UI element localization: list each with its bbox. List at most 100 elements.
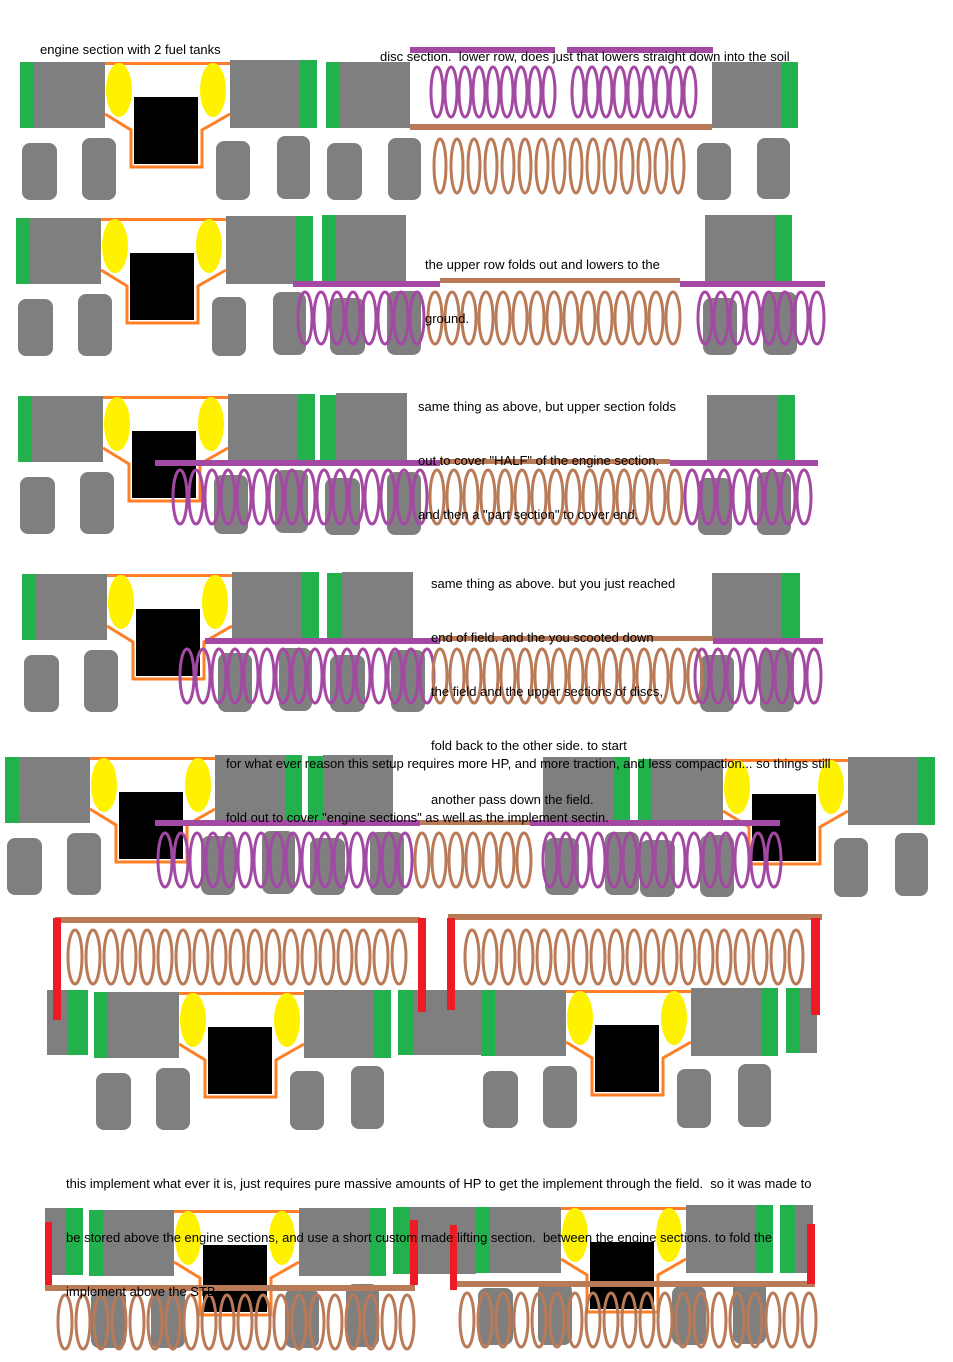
implement-disc bbox=[354, 928, 372, 986]
lower-disc bbox=[534, 137, 550, 195]
lower-disc bbox=[431, 647, 449, 705]
disc-bars bbox=[45, 47, 825, 1291]
upper-disc bbox=[741, 647, 759, 705]
lower-disc bbox=[477, 290, 495, 346]
wheel bbox=[82, 138, 116, 200]
upper-disc bbox=[589, 831, 607, 889]
wheel bbox=[78, 294, 112, 356]
green-panel bbox=[778, 395, 795, 461]
upper-disc bbox=[626, 65, 642, 119]
track-body bbox=[323, 755, 393, 821]
upper-disc bbox=[386, 647, 404, 705]
fuel-tank bbox=[661, 991, 687, 1045]
upper-disc bbox=[696, 290, 714, 346]
lower-disc bbox=[567, 647, 585, 705]
implement-disc bbox=[715, 928, 733, 986]
upper-disc bbox=[637, 831, 655, 889]
implement-bar bbox=[45, 1285, 415, 1291]
lower-disc-row bbox=[428, 468, 684, 526]
implement-disc bbox=[228, 928, 246, 986]
green-panel bbox=[22, 574, 36, 640]
upper-disc bbox=[733, 831, 751, 889]
note-line: be stored above the engine sections, and… bbox=[66, 1230, 773, 1245]
lower-disc bbox=[482, 647, 500, 705]
green-panel bbox=[327, 573, 342, 640]
upper-disc bbox=[773, 647, 791, 705]
implement-disc bbox=[481, 928, 499, 986]
track-body bbox=[19, 757, 90, 823]
track-body bbox=[495, 990, 566, 1056]
wheel bbox=[24, 655, 59, 712]
implement-disc bbox=[254, 1293, 272, 1351]
lower-disc bbox=[647, 290, 665, 346]
engine-section bbox=[481, 988, 778, 1128]
green-panel bbox=[18, 396, 32, 462]
implement-disc bbox=[56, 1293, 74, 1351]
lower-disc bbox=[528, 290, 546, 346]
lower-disc bbox=[426, 290, 444, 346]
implement-disc-row bbox=[56, 1293, 416, 1351]
engine-block bbox=[595, 1025, 659, 1092]
upper-disc bbox=[220, 831, 238, 889]
fuel-tank bbox=[269, 1211, 295, 1265]
lower-disc bbox=[596, 290, 614, 346]
implement-disc bbox=[246, 928, 264, 986]
wheel bbox=[483, 1071, 518, 1128]
engine-block bbox=[752, 794, 816, 861]
lower-disc-row bbox=[426, 290, 682, 346]
track-body bbox=[226, 216, 296, 284]
track-body bbox=[103, 1210, 174, 1276]
note-line: the upper row folds out and lowers to th… bbox=[425, 257, 660, 272]
upper-disc-bar bbox=[530, 820, 780, 826]
fuel-tank bbox=[818, 760, 844, 814]
fuel-tank bbox=[102, 219, 128, 273]
implement-disc bbox=[566, 1291, 584, 1349]
upper-disc bbox=[203, 468, 221, 526]
upper-disc bbox=[429, 65, 445, 119]
upper-disc-row bbox=[696, 290, 826, 346]
upper-disc bbox=[715, 468, 733, 526]
lower-disc bbox=[547, 468, 565, 526]
track-body bbox=[36, 574, 107, 640]
upper-disc bbox=[513, 65, 529, 119]
implement-disc bbox=[656, 1291, 674, 1349]
upper-disc bbox=[701, 831, 719, 889]
track-body bbox=[652, 759, 723, 825]
upper-disc bbox=[471, 65, 487, 119]
upper-disc bbox=[338, 647, 356, 705]
upper-disc bbox=[178, 647, 196, 705]
upper-disc bbox=[283, 468, 301, 526]
green-panel bbox=[398, 990, 413, 1055]
wheel bbox=[327, 143, 362, 200]
implement-disc bbox=[625, 928, 643, 986]
lower-disc bbox=[615, 468, 633, 526]
upper-disc bbox=[712, 290, 730, 346]
track-body bbox=[34, 62, 105, 128]
lower-disc bbox=[432, 137, 448, 195]
frame-outline bbox=[178, 992, 305, 1099]
implement-disc bbox=[764, 1291, 782, 1349]
upper-disc bbox=[290, 647, 308, 705]
wheel bbox=[84, 650, 118, 712]
lower-disc bbox=[496, 468, 514, 526]
upper-disc bbox=[236, 831, 254, 889]
upper-disc bbox=[789, 647, 807, 705]
wheel bbox=[7, 838, 42, 895]
wheel bbox=[738, 1064, 771, 1127]
upper-disc bbox=[242, 647, 260, 705]
wheel bbox=[834, 838, 868, 897]
upper-disc-row bbox=[171, 468, 429, 526]
wheel bbox=[277, 136, 310, 199]
implement-disc bbox=[344, 1293, 362, 1351]
implement-disc bbox=[746, 1291, 764, 1349]
lower-disc bbox=[579, 290, 597, 346]
upper-disc bbox=[274, 647, 292, 705]
implement-disc bbox=[290, 1293, 308, 1351]
implement-disc bbox=[571, 928, 589, 986]
fuel-tank bbox=[175, 1211, 201, 1265]
engine-block bbox=[136, 609, 200, 676]
implement-disc bbox=[643, 928, 661, 986]
upper-disc bbox=[744, 290, 762, 346]
green-panel bbox=[918, 757, 935, 825]
implement-disc bbox=[326, 1293, 344, 1351]
